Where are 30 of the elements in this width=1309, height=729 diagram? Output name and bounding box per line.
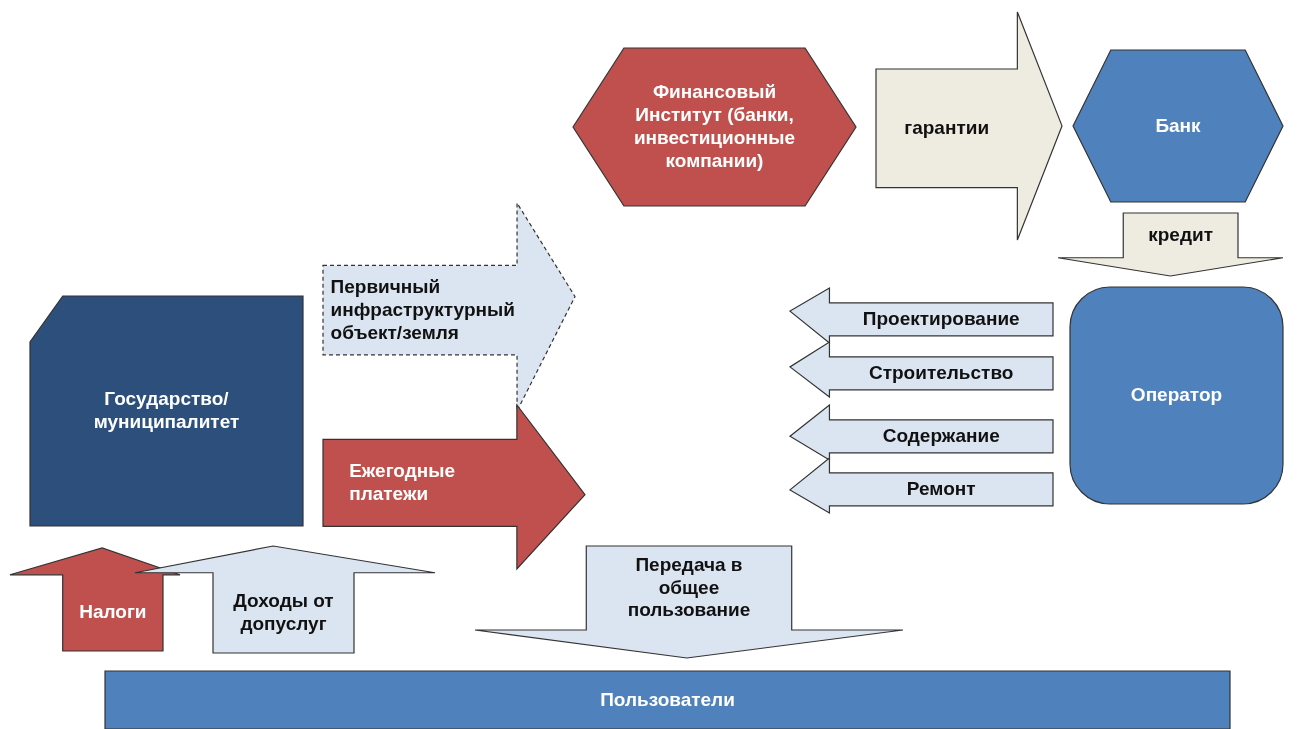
block-arrow xyxy=(1058,213,1283,276)
node-label: Передача в общее пользование xyxy=(626,553,752,623)
block-arrow xyxy=(790,458,1053,513)
rounded-box xyxy=(1070,287,1283,504)
banner-box xyxy=(105,671,1230,729)
node-label: Банк xyxy=(1155,114,1201,138)
node-label: Содержание xyxy=(882,424,1000,448)
block-arrow xyxy=(323,405,585,569)
hexagon-node xyxy=(1073,50,1283,202)
node-label: Проектирование xyxy=(862,307,1020,331)
node-label: Ремонт xyxy=(906,477,976,501)
node-label: Доходы от допуслуг xyxy=(232,590,335,636)
block-arrow xyxy=(790,342,1053,397)
node-label: Пользователи xyxy=(600,688,735,712)
node-label: Финансовый Институт (банки, инвестиционные компании) xyxy=(632,81,797,173)
node-label: Ежегодные платежи xyxy=(349,460,456,506)
node-label: кредит xyxy=(1148,223,1213,247)
node-label: Первичный инфраструктурный объект/земля xyxy=(330,275,516,345)
snipped-corner-box xyxy=(30,296,303,526)
hexagon-node xyxy=(573,48,856,206)
node-label: Государство/ муниципалитет xyxy=(92,388,241,434)
block-arrow xyxy=(876,12,1062,240)
block-arrow xyxy=(790,405,1053,460)
block-arrow xyxy=(475,546,903,658)
block-arrow xyxy=(10,548,180,651)
node-label: Оператор xyxy=(1130,384,1223,407)
node-label: Строительство xyxy=(869,361,1014,385)
node-label: гарантии xyxy=(904,116,990,140)
block-arrow xyxy=(790,288,1053,343)
node-label: Налоги xyxy=(79,601,147,625)
